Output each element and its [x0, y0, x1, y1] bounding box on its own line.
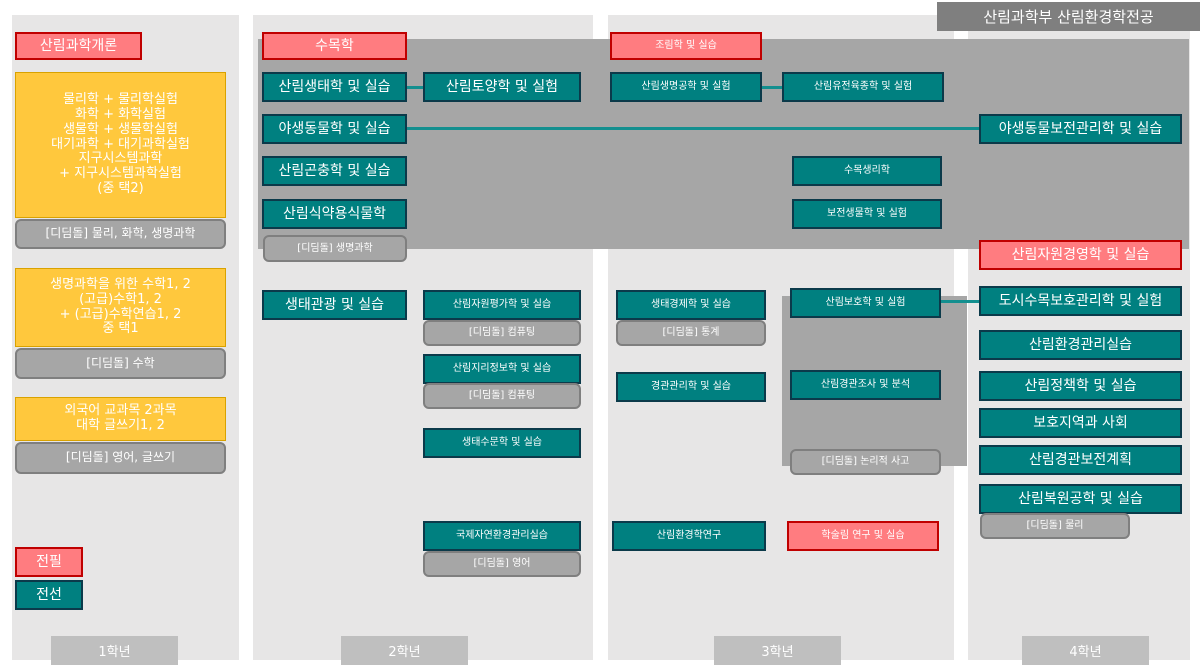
course-forest-protection[interactable]: 산림보호학 및 실험	[790, 288, 941, 318]
year-label-4: 4학년	[1022, 636, 1149, 665]
course-forest-biotech[interactable]: 산림생명공학 및 실험	[610, 72, 762, 102]
connector-ecology-soil	[406, 86, 424, 89]
course-forest-gis[interactable]: 산림지리정보학 및 실습	[423, 354, 581, 384]
stepping-stone-bio[interactable]: [디딤돌] 생명과학	[263, 235, 407, 262]
course-international-env[interactable]: 국제자연환경관리실습	[423, 521, 581, 551]
course-wildlife[interactable]: 야생동물학 및 실습	[262, 114, 407, 144]
course-forest-soil[interactable]: 산림토양학 및 실험	[423, 72, 581, 102]
course-urban-tree[interactable]: 도시수목보호관리학 및 실험	[979, 286, 1182, 316]
course-forest-resource-mgmt[interactable]: 산림자원경영학 및 실습	[979, 240, 1182, 270]
stepping-stone-science[interactable]: [디딤돌] 물리, 화학, 생명과학	[15, 219, 226, 249]
course-ecotourism[interactable]: 생태관광 및 실습	[262, 290, 407, 320]
course-math-electives[interactable]: 생명과학을 위한 수학1, 2 (고급)수학1, 2 + (고급)수학연습1, …	[15, 268, 226, 347]
connector-protect-urban	[941, 300, 981, 303]
course-forest-entomology[interactable]: 산림곤충학 및 실습	[262, 156, 407, 186]
course-forest-ecology[interactable]: 산림생태학 및 실습	[262, 72, 407, 102]
course-landscape-planning[interactable]: 산림경관보전계획	[979, 445, 1182, 475]
stepping-stone-logic[interactable]: [디딤돌] 논리적 사고	[790, 449, 941, 475]
course-conservation-biology[interactable]: 보전생물학 및 실험	[792, 199, 942, 229]
course-science-electives[interactable]: 물리학 + 물리학실험 화학 + 화학실험 생물학 + 생물학실험 대기과학 +…	[15, 72, 226, 218]
course-forest-policy[interactable]: 산림정책학 및 실습	[979, 371, 1182, 401]
course-tree-physiology[interactable]: 수목생리학	[792, 156, 942, 186]
connector-biotech-genetics	[761, 86, 783, 89]
course-silviculture[interactable]: 조림학 및 실습	[610, 32, 762, 60]
connector-wildlife	[406, 127, 980, 130]
stepping-stone-language[interactable]: [디딤돌] 영어, 글쓰기	[15, 442, 226, 474]
stepping-stone-computing-1[interactable]: [디딤돌] 컴퓨팅	[423, 320, 581, 346]
legend-required: 전필	[15, 547, 83, 577]
course-forest-genetics[interactable]: 산림유전육종학 및 실험	[782, 72, 944, 102]
course-ecological-economics[interactable]: 생태경제학 및 실습	[616, 290, 766, 320]
stepping-stone-english[interactable]: [디딤돌] 영어	[423, 551, 581, 577]
stepping-stone-statistics[interactable]: [디딤돌] 통계	[616, 320, 766, 346]
year-label-3: 3학년	[714, 636, 841, 665]
course-eco-hydrology[interactable]: 생태수문학 및 실습	[423, 428, 581, 458]
page-title: 산림과학부 산림환경학전공	[937, 2, 1200, 31]
course-dendrology[interactable]: 수목학	[262, 32, 407, 60]
year-label-2: 2학년	[341, 636, 468, 665]
course-env-research[interactable]: 산림환경학연구	[612, 521, 766, 551]
course-wildlife-conservation[interactable]: 야생동물보전관리학 및 실습	[979, 114, 1182, 144]
course-landscape-management[interactable]: 경관관리학 및 실습	[616, 372, 766, 402]
course-forest-restoration[interactable]: 산림복원공학 및 실습	[979, 484, 1182, 514]
course-protected-areas[interactable]: 보호지역과 사회	[979, 408, 1182, 438]
legend-elective: 전선	[15, 580, 83, 610]
course-language-writing[interactable]: 외국어 교과목 2과목 대학 글쓰기1, 2	[15, 397, 226, 441]
course-medicinal-plants[interactable]: 산림식약용식물학	[262, 199, 407, 229]
stepping-stone-physics[interactable]: [디딤돌] 물리	[980, 513, 1130, 539]
course-forest-science-intro[interactable]: 산림과학개론	[15, 32, 142, 60]
year-label-1: 1학년	[51, 636, 178, 665]
course-env-management[interactable]: 산림환경관리실습	[979, 330, 1182, 360]
course-resource-evaluation[interactable]: 산림자원평가학 및 실습	[423, 290, 581, 320]
course-landscape-survey[interactable]: 산림경관조사 및 분석	[790, 370, 941, 400]
stepping-stone-math[interactable]: [디딤돌] 수학	[15, 348, 226, 379]
course-academic-forest[interactable]: 학술림 연구 및 실습	[787, 521, 939, 551]
stepping-stone-computing-2[interactable]: [디딤돌] 컴퓨팅	[423, 383, 581, 409]
